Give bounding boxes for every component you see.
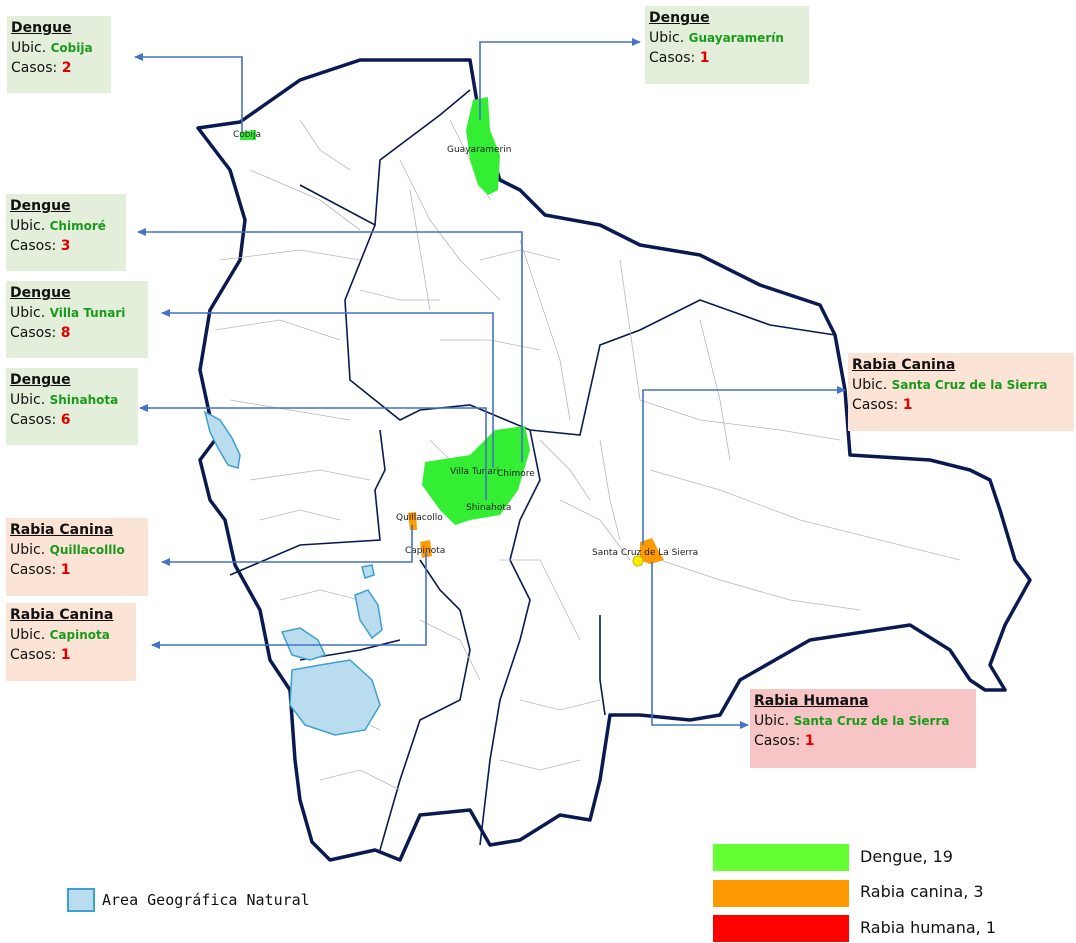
chapare-region — [422, 426, 530, 525]
annotation-title: Rabia Canina — [852, 357, 956, 373]
label-shinahota: Shinahota — [466, 503, 511, 513]
location-name: Chimoré — [49, 219, 106, 233]
ubic-label: Ubic. — [10, 627, 46, 643]
label-quillacollo: Quillacollo — [396, 513, 443, 523]
case-count: 3 — [60, 238, 71, 254]
location-name: Shinahota — [49, 393, 119, 407]
casos-label: Casos: — [10, 238, 57, 254]
legend-label-rabia-canina: Rabia canina, 3 — [860, 882, 984, 901]
santa-cruz-canina-region — [640, 538, 664, 564]
casos-label: Casos: — [10, 647, 57, 663]
annotation-rabia-humana-santa-cruz: Rabia Humana Ubic. Santa Cruz de la Sier… — [750, 689, 976, 768]
location-name: Santa Cruz de la Sierra — [793, 714, 950, 728]
label-guayaramerin: Guayaramerin — [447, 145, 511, 155]
cobija-region — [240, 130, 256, 140]
natural-area-swatch — [67, 888, 95, 912]
casos-label: Casos: — [852, 397, 899, 413]
label-santa-cruz: Santa Cruz de La Sierra — [592, 548, 698, 558]
annotation-title: Dengue — [10, 285, 71, 301]
case-count: 1 — [804, 733, 815, 749]
legend-swatch-rabia-canina — [713, 880, 849, 907]
location-name: Quillacolllo — [49, 543, 125, 557]
connector-capinota — [151, 552, 427, 649]
quillacollo-region — [408, 512, 417, 530]
santa-cruz-humana-point — [632, 555, 644, 567]
annotation-rabia-canina-quillacollo: Rabia Canina Ubic. Quillacolllo Casos: 1 — [6, 518, 148, 596]
ubic-label: Ubic. — [10, 305, 46, 321]
annotation-title: Dengue — [11, 20, 72, 36]
annotation-title: Dengue — [10, 198, 71, 214]
label-chimore: Chimore — [497, 469, 535, 479]
lake-poopo-area — [280, 627, 327, 661]
annotation-title: Rabia Humana — [754, 693, 869, 709]
dengue-regions — [240, 97, 530, 525]
lake-small — [361, 564, 375, 579]
salar-area — [289, 659, 381, 736]
case-count: 1 — [60, 562, 71, 578]
connector-santa-cruz-humana — [651, 562, 749, 729]
casos-label: Casos: — [10, 325, 57, 341]
annotation-title: Rabia Canina — [10, 522, 114, 538]
ubic-label: Ubic. — [10, 392, 46, 408]
casos-label: Casos: — [10, 562, 57, 578]
location-name: Santa Cruz de la Sierra — [891, 378, 1048, 392]
annotation-dengue-chimore: Dengue Ubic. Chimoré Casos: 3 — [6, 194, 126, 271]
location-name: Capinota — [49, 628, 110, 642]
case-count: 2 — [61, 60, 72, 76]
connector-quillacollo — [161, 525, 413, 566]
annotation-title: Rabia Canina — [10, 607, 114, 623]
casos-label: Casos: — [10, 412, 57, 428]
annotation-dengue-villa-tunari: Dengue Ubic. Villa Tunari Casos: 8 — [6, 281, 148, 358]
case-count: 1 — [902, 397, 913, 413]
legend-label-dengue: Dengue, 19 — [860, 847, 953, 866]
annotation-title: Dengue — [649, 10, 710, 26]
legend-label-rabia-humana: Rabia humana, 1 — [860, 918, 997, 937]
annotation-rabia-canina-santa-cruz: Rabia Canina Ubic. Santa Cruz de la Sier… — [848, 353, 1074, 431]
case-count: 1 — [699, 50, 710, 66]
ubic-label: Ubic. — [11, 40, 47, 56]
case-count: 1 — [60, 647, 71, 663]
connector-santa-cruz-canina — [642, 386, 846, 545]
connector-guayaramerin — [479, 38, 641, 120]
annotation-dengue-cobija: Dengue Ubic. Cobija Casos: 2 — [7, 16, 111, 93]
label-villa-tunari: Villa Tunari — [450, 467, 499, 477]
department-borders — [229, 89, 836, 851]
annotation-rabia-canina-capinota: Rabia Canina Ubic. Capinota Casos: 1 — [6, 603, 136, 681]
casos-label: Casos: — [649, 50, 696, 66]
connector-lines — [134, 38, 846, 729]
lake-titicaca — [203, 410, 241, 469]
legend-swatch-dengue — [713, 844, 849, 871]
legend-swatch-rabia-humana — [713, 915, 849, 942]
map-labels: Cobija Guayaramerin Villa Tunari Chimore… — [233, 130, 698, 558]
annotation-dengue-guayaramerin: Dengue Ubic. Guayaramerín Casos: 1 — [645, 6, 809, 84]
bolivia-outline — [196, 58, 1032, 862]
case-count: 6 — [60, 412, 71, 428]
casos-label: Casos: — [11, 60, 58, 76]
lake-uru-area — [354, 589, 383, 640]
label-cobija: Cobija — [233, 130, 261, 140]
ubic-label: Ubic. — [649, 30, 685, 46]
connector-shinahota — [139, 404, 487, 500]
rabia-canina-regions — [408, 512, 664, 564]
label-capinota: Capinota — [405, 546, 445, 556]
ubic-label: Ubic. — [10, 542, 46, 558]
connector-cobija — [134, 53, 243, 132]
capinota-region — [420, 540, 432, 558]
connector-villa-tunari — [161, 309, 494, 468]
ubic-label: Ubic. — [10, 218, 46, 234]
location-name: Guayaramerín — [688, 31, 784, 45]
guayaramerin-region — [466, 97, 500, 195]
connector-chimore — [137, 228, 523, 462]
ubic-label: Ubic. — [754, 713, 790, 729]
case-count: 8 — [60, 325, 71, 341]
natural-area-label: Area Geográfica Natural — [102, 891, 310, 909]
ubic-label: Ubic. — [852, 377, 888, 393]
annotation-dengue-shinahota: Dengue Ubic. Shinahota Casos: 6 — [6, 368, 138, 445]
natural-areas — [203, 410, 383, 736]
location-name: Villa Tunari — [49, 306, 126, 320]
location-name: Cobija — [50, 41, 93, 55]
annotation-title: Dengue — [10, 372, 71, 388]
casos-label: Casos: — [754, 733, 801, 749]
